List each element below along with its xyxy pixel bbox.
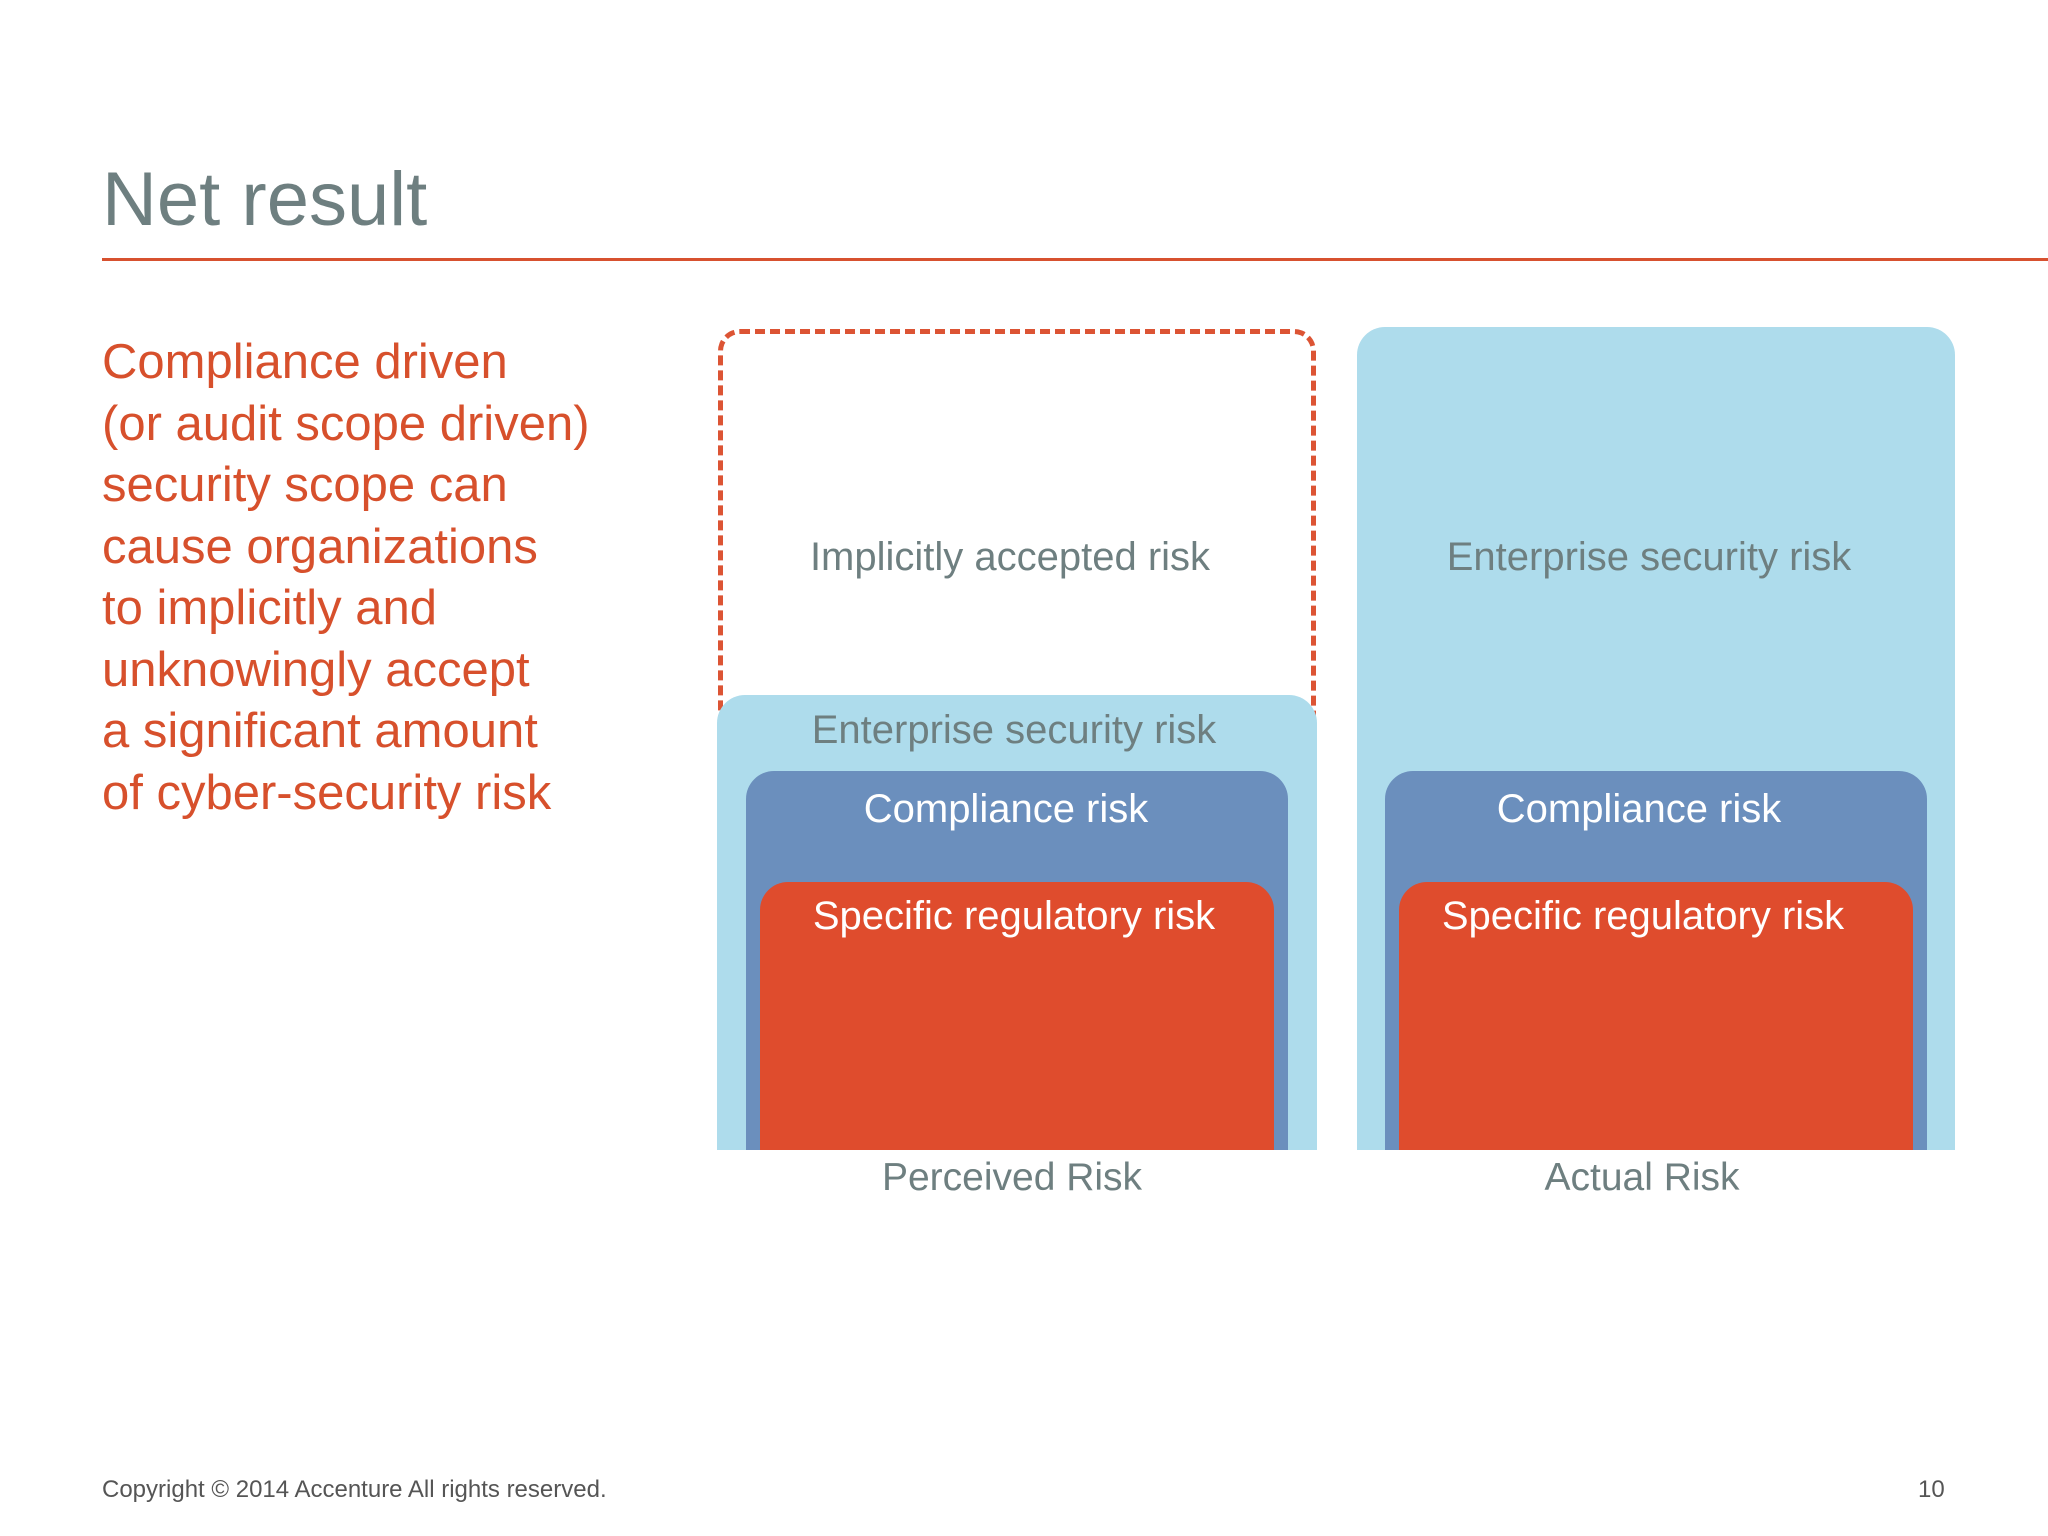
page-number: 10	[1918, 1476, 1945, 1503]
lead-line: Compliance driven	[102, 335, 508, 389]
slide-title: Net result	[102, 157, 428, 242]
perceived-risk-caption: Perceived Risk	[881, 1156, 1143, 1199]
implicitly-accepted-risk-label: Implicitly accepted risk	[809, 535, 1211, 579]
lead-line: a significant amount	[102, 704, 538, 758]
lead-line: cause organizations	[102, 519, 538, 574]
lead-text: Compliance driven (or audit scope driven…	[102, 332, 662, 824]
perceived-compliance-risk-label: Compliance risk	[863, 787, 1149, 831]
perceived-specific-regulatory-risk-label: Specific regulatory risk	[812, 894, 1216, 938]
lead-line: security scope can	[102, 458, 508, 512]
actual-enterprise-security-risk-label: Enterprise security risk	[1446, 535, 1852, 579]
actual-compliance-risk-label: Compliance risk	[1496, 787, 1782, 831]
copyright-notice: Copyright © 2014 Accenture All rights re…	[102, 1476, 607, 1503]
actual-specific-regulatory-risk-label: Specific regulatory risk	[1441, 894, 1845, 938]
title-underline	[102, 258, 2048, 261]
actual-risk-caption: Actual Risk	[1544, 1156, 1740, 1199]
actual-specific-regulatory-risk	[1399, 882, 1913, 1150]
lead-line: (or audit scope driven)	[102, 396, 590, 451]
perceived-enterprise-security-risk-label: Enterprise security risk	[811, 708, 1217, 752]
lead-line: of cyber-security risk	[102, 765, 552, 820]
perceived-specific-regulatory-risk	[760, 882, 1274, 1150]
lead-line: to implicitly and	[102, 581, 437, 635]
lead-line: unknowingly accept	[102, 642, 530, 697]
implicitly-accepted-risk-outline	[718, 329, 1316, 721]
